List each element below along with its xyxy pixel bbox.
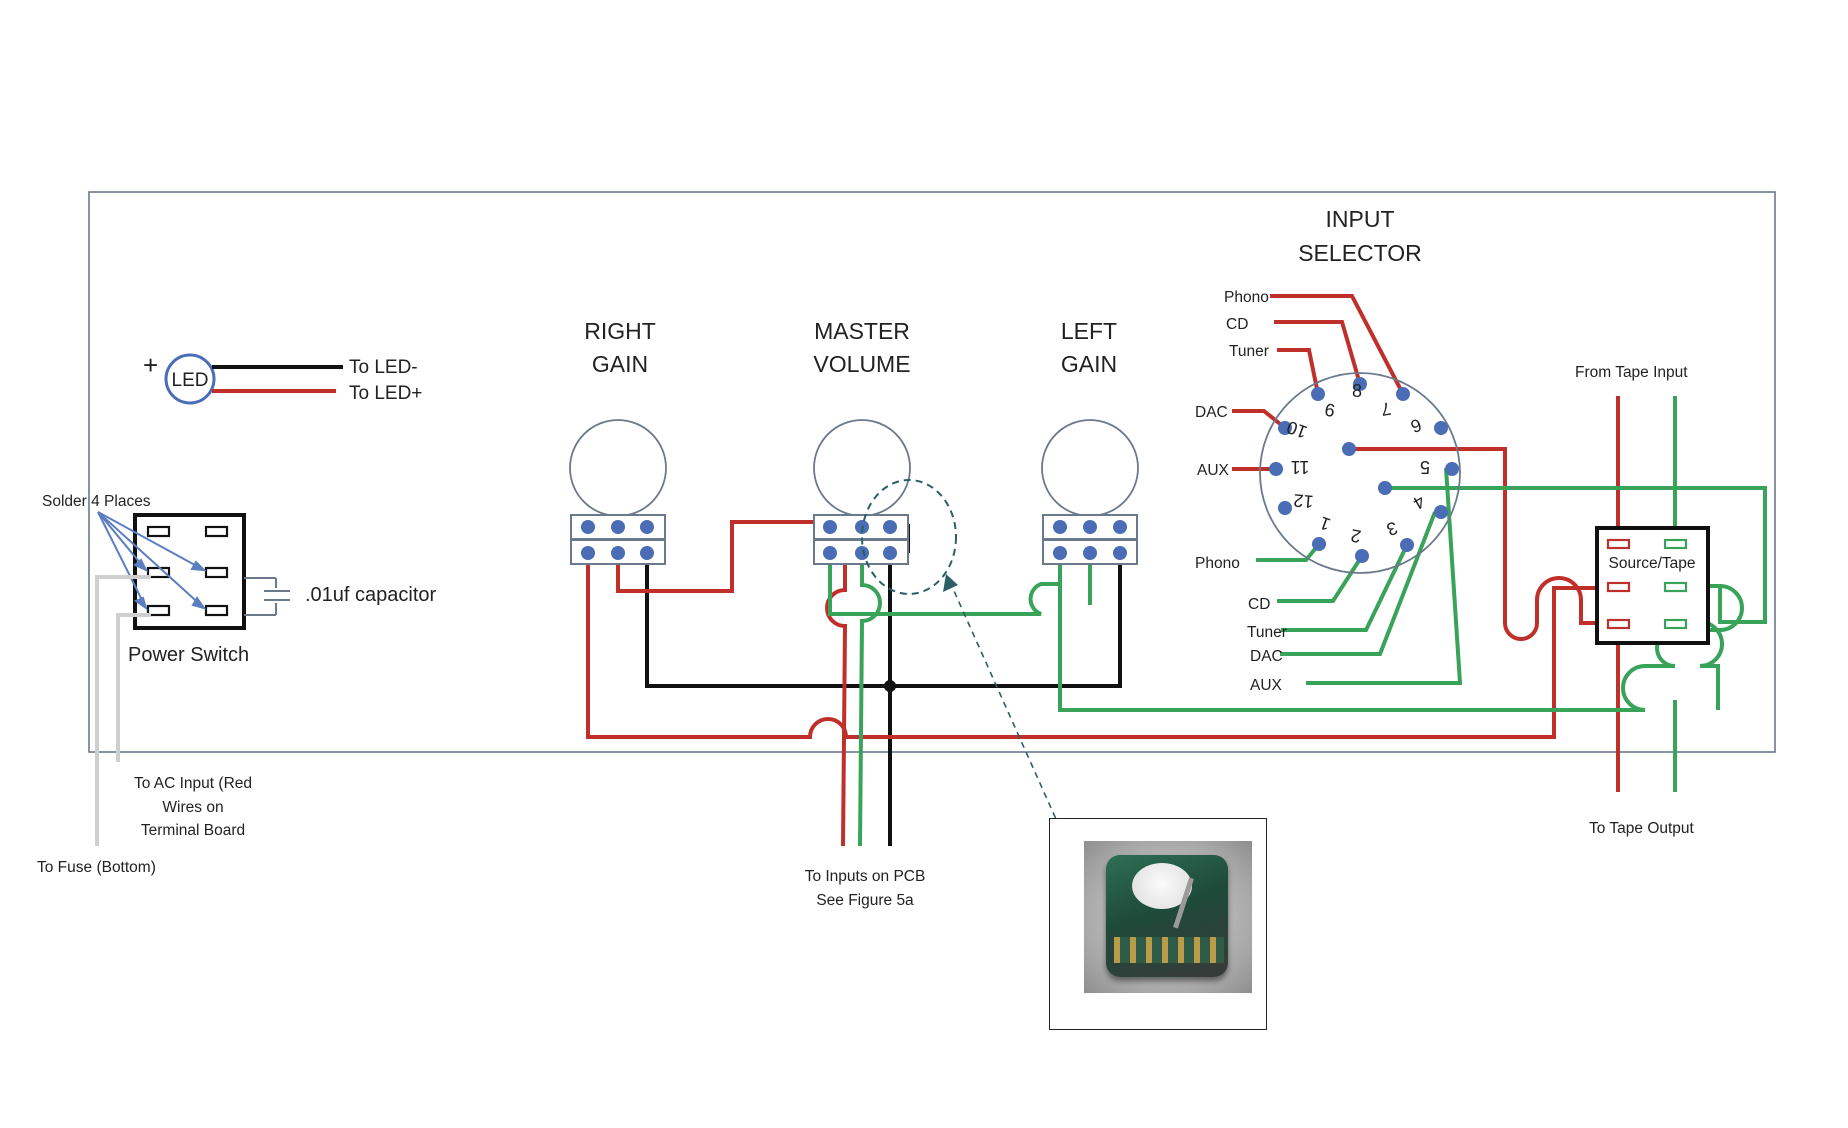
tuner-top-label: Tuner (1229, 343, 1269, 360)
selector-switch-photo (1084, 841, 1252, 993)
black-junction (884, 680, 896, 692)
dac-bottom-label: DAC (1250, 648, 1283, 665)
power-switch-lug-2 (204, 525, 229, 538)
pos-1: 1 (1317, 513, 1333, 535)
pcb-note-line-2: See Figure 5a (816, 892, 914, 909)
capacitor-icon (244, 577, 290, 616)
led-icon (164, 353, 216, 405)
pos-7: 7 (1379, 398, 1392, 419)
master-volume-knob (813, 419, 911, 517)
led-label: LED (172, 370, 209, 391)
tape-lug-1 (1606, 538, 1631, 550)
left-gain-knob (1041, 419, 1139, 517)
ac-input-wire (116, 613, 151, 762)
right-gain-title-1: RIGHT (584, 318, 656, 344)
pos-2: 2 (1349, 525, 1362, 546)
pos-10: 10 (1284, 417, 1310, 443)
input-selector-body (1259, 372, 1461, 574)
master-volume-title-2: VOLUME (813, 351, 910, 377)
callout-arrowhead (943, 574, 958, 592)
selector-switch-pins-image (1114, 937, 1224, 963)
tape-lug-2 (1663, 538, 1688, 550)
to-tape-output-label: To Tape Output (1589, 820, 1695, 837)
left-gain-pot (1041, 419, 1139, 565)
power-switch-group: Solder 4 Places .01uf capacitor (37, 493, 437, 876)
left-gain-title-2: GAIN (1061, 351, 1117, 377)
to-led-minus-label: To LED- (349, 357, 418, 378)
led-plus-sign: + (143, 350, 158, 380)
black-wires (645, 524, 1122, 846)
aux-left-label: AUX (1197, 462, 1230, 479)
right-gain-title-2: GAIN (592, 351, 648, 377)
right-gain-knob (569, 419, 667, 517)
to-ac-input-line-1: To AC Input (Red (134, 775, 252, 792)
from-tape-input-label: From Tape Input (1575, 364, 1688, 381)
dac-left-label: DAC (1195, 404, 1228, 421)
led-group: + LED To LED- To LED+ (143, 350, 422, 405)
to-led-plus-label: To LED+ (349, 383, 422, 404)
pos-6: 6 (1408, 415, 1424, 437)
master-volume-callout-circle (861, 479, 957, 595)
tape-lug-3 (1606, 581, 1631, 593)
solder-note: Solder 4 Places (42, 493, 151, 510)
tape-switch-label: Source/Tape (1608, 555, 1695, 572)
to-fuse-label: To Fuse (Bottom) (37, 859, 156, 876)
left-gain-title-1: LEFT (1061, 318, 1117, 344)
power-switch-lug-6 (204, 604, 229, 617)
pos-9: 9 (1323, 399, 1336, 420)
capacitor-label: .01uf capacitor (305, 584, 437, 606)
solder-arrows (97, 511, 207, 611)
power-switch-lug-5 (146, 604, 171, 617)
input-selector-title-2: SELECTOR (1298, 240, 1422, 266)
fuse-wire (95, 575, 151, 846)
cd-bottom-label: CD (1248, 596, 1270, 613)
phono-top-label: Phono (1224, 289, 1269, 306)
red-wires (586, 294, 1620, 847)
to-ac-input-line-3: Terminal Board (141, 822, 245, 839)
tuner-bottom-label: Tuner (1247, 624, 1287, 641)
pot-lugs (581, 520, 1127, 560)
pos-12: 12 (1293, 490, 1315, 512)
pos-11: 11 (1291, 457, 1310, 477)
power-switch-lug-4 (204, 566, 229, 579)
pos-3: 3 (1384, 518, 1400, 540)
callout-leader-line (949, 581, 1061, 829)
selector-photo-frame (1049, 818, 1267, 1030)
input-selector-lugs (1269, 377, 1459, 563)
tape-lug-6 (1663, 618, 1688, 630)
input-selector-numbers: 1 2 3 4 5 6 7 8 9 10 11 12 (1284, 381, 1430, 547)
phono-bottom-label: Phono (1195, 555, 1240, 572)
to-ac-input-line-2: Wires on (162, 799, 223, 816)
power-switch-label: Power Switch (128, 644, 249, 666)
front-panel-outline (88, 191, 1776, 753)
power-switch-lug-1 (146, 525, 171, 538)
tape-lug-5 (1606, 618, 1631, 630)
aux-bottom-label: AUX (1250, 677, 1283, 694)
input-selector-title-1: INPUT (1326, 206, 1395, 232)
pos-8: 8 (1352, 381, 1362, 401)
master-volume-title-1: MASTER (814, 318, 910, 344)
pos-4: 4 (1410, 491, 1429, 513)
cd-top-label: CD (1226, 316, 1248, 333)
right-gain-pot (569, 419, 667, 565)
pcb-note-line-1: To Inputs on PCB (805, 868, 926, 885)
pos-5: 5 (1420, 457, 1430, 477)
tape-lug-4 (1663, 581, 1688, 593)
